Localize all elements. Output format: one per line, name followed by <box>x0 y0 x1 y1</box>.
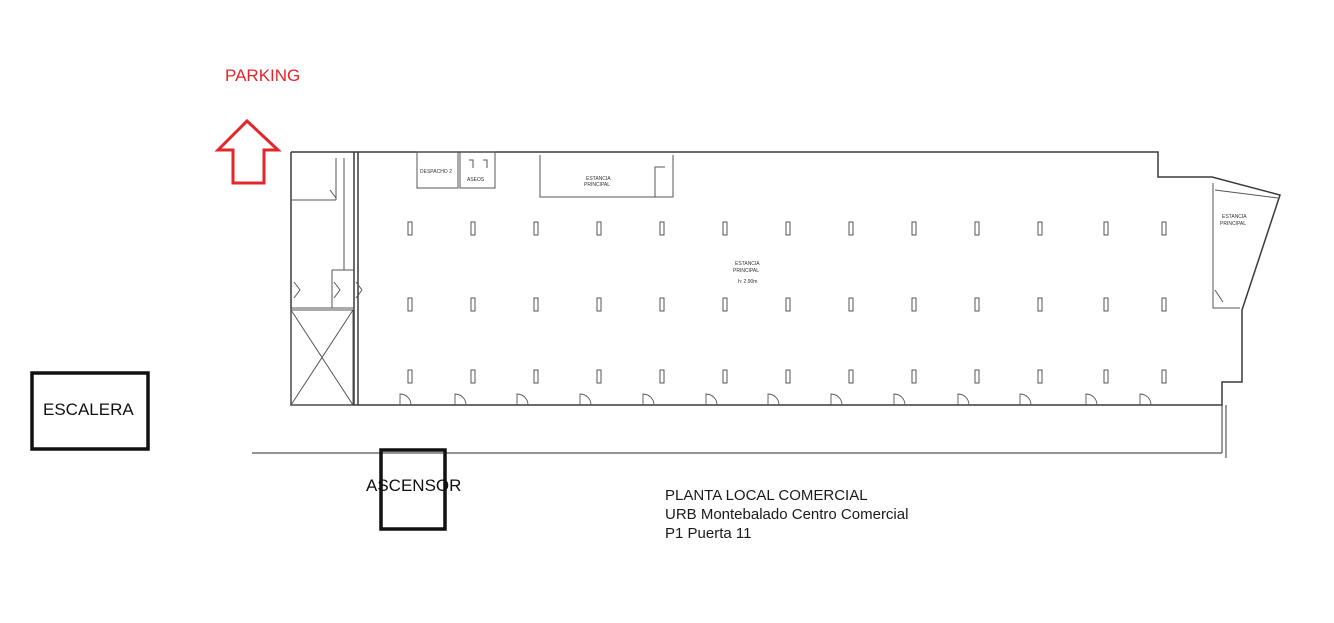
room-estancia-top-1: ESTANCIA <box>586 176 611 182</box>
door <box>830 393 843 406</box>
ascensor-label: ASCENSOR <box>366 476 461 495</box>
column <box>1161 297 1167 312</box>
door <box>1085 393 1098 406</box>
column <box>785 221 791 236</box>
column <box>1103 369 1109 384</box>
door <box>1019 393 1032 406</box>
storefront-doors <box>399 393 1152 406</box>
door <box>579 393 592 406</box>
column <box>470 297 476 312</box>
column <box>407 369 413 384</box>
title-line-1: PLANTA LOCAL COMERCIAL <box>665 487 868 504</box>
door <box>767 393 780 406</box>
column <box>407 297 413 312</box>
door <box>399 393 412 406</box>
column <box>974 297 980 312</box>
column <box>1037 369 1043 384</box>
door <box>893 393 906 406</box>
column <box>722 221 728 236</box>
column <box>1037 221 1043 236</box>
room-estancia-top-2: PRINCIPAL <box>584 182 610 188</box>
elevator-shaft <box>290 309 354 406</box>
columns <box>407 221 1167 384</box>
title-line-2: URB Montebalado Centro Comercial <box>665 506 909 523</box>
column <box>659 297 665 312</box>
column <box>722 369 728 384</box>
room-estancia-main-2: PRINCIPAL <box>733 268 759 274</box>
parking-arrow-icon <box>214 118 282 185</box>
column <box>974 221 980 236</box>
room-estancia-right-2: PRINCIPAL <box>1220 221 1246 227</box>
outer-walls <box>290 151 1281 406</box>
column <box>533 297 539 312</box>
column <box>1103 221 1109 236</box>
column <box>407 221 413 236</box>
room-estancia-main-1: ESTANCIA <box>735 261 760 267</box>
office-rooms <box>416 151 496 189</box>
escalera-box <box>30 371 150 451</box>
column <box>470 221 476 236</box>
column <box>1161 369 1167 384</box>
room-height-note: h: 2.90m <box>738 279 757 285</box>
parking-label: PARKING <box>225 66 300 85</box>
left-service-rooms <box>291 158 363 309</box>
door <box>516 393 529 406</box>
column <box>533 221 539 236</box>
title-block: PLANTA LOCAL COMERCIAL URB Montebalado C… <box>665 486 908 543</box>
column <box>848 369 854 384</box>
door <box>957 393 970 406</box>
column <box>974 369 980 384</box>
column <box>785 297 791 312</box>
column <box>911 297 917 312</box>
column <box>848 297 854 312</box>
room-despacho: DESPACHO 2 <box>420 169 452 175</box>
ascensor-box <box>379 448 447 531</box>
column <box>533 369 539 384</box>
column <box>722 297 728 312</box>
right-room <box>1212 183 1279 309</box>
column <box>911 369 917 384</box>
column <box>785 369 791 384</box>
column <box>1161 221 1167 236</box>
column <box>596 369 602 384</box>
room-aseos: ASEOS <box>467 177 485 183</box>
door <box>642 393 655 406</box>
corridor <box>252 405 1227 458</box>
escalera-label: ESCALERA <box>43 400 134 419</box>
title-line-3: P1 Puerta 11 <box>665 525 752 542</box>
column <box>596 221 602 236</box>
column <box>1037 297 1043 312</box>
column <box>596 297 602 312</box>
column <box>911 221 917 236</box>
column <box>848 221 854 236</box>
room-estancia-right-1: ESTANCIA <box>1222 214 1247 220</box>
column <box>659 221 665 236</box>
door <box>705 393 718 406</box>
door <box>454 393 467 406</box>
top-room <box>539 155 674 198</box>
door <box>1139 393 1152 406</box>
column <box>470 369 476 384</box>
column <box>1103 297 1109 312</box>
column <box>659 369 665 384</box>
